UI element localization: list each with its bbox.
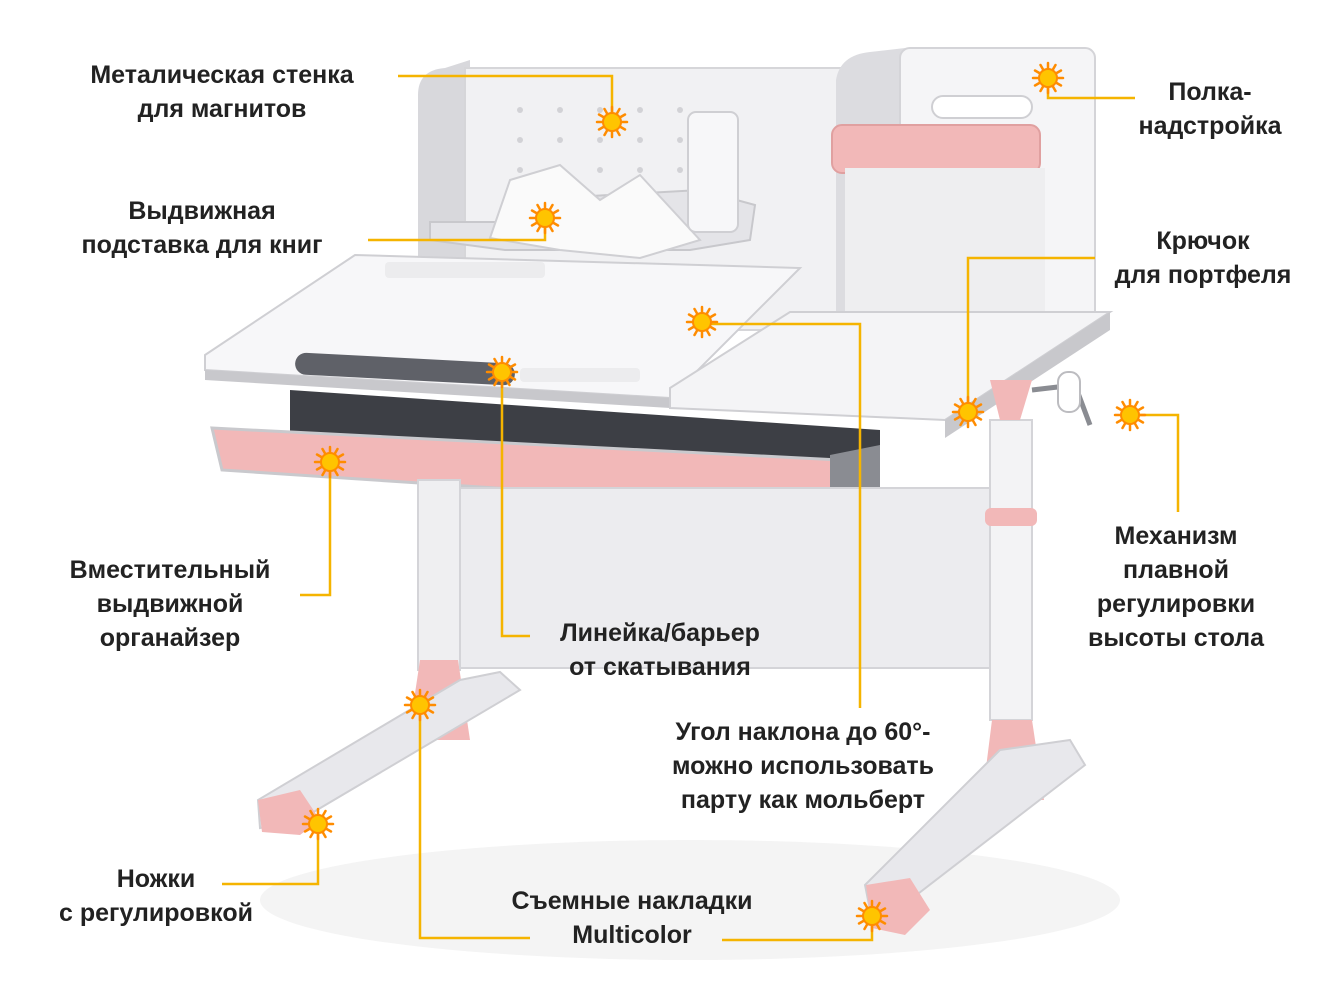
pink-shelf-trim bbox=[831, 124, 1041, 174]
label-line: Выдвижная bbox=[128, 197, 276, 225]
label-organizer: Вместительный выдвижной органайзер bbox=[70, 553, 271, 655]
shelf-compartment bbox=[845, 168, 1045, 328]
modesty-panel bbox=[459, 487, 991, 669]
sun-marker-icon bbox=[313, 445, 347, 479]
ruler-barrier bbox=[295, 352, 515, 386]
label-line: плавной bbox=[1123, 556, 1229, 584]
crank-handle bbox=[1057, 371, 1081, 413]
label-line: выдвижной bbox=[96, 590, 244, 618]
label-hook: Крючок для портфеля bbox=[1115, 224, 1292, 292]
label-line: высоты стола bbox=[1087, 624, 1265, 652]
label-line: Multicolor bbox=[572, 921, 692, 949]
shelf-handle-slot bbox=[931, 95, 1033, 119]
fixed-desktop-edge bbox=[945, 312, 1110, 438]
label-line: Крючок bbox=[1156, 227, 1250, 255]
sun-marker-icon bbox=[855, 899, 889, 933]
sun-marker-icon bbox=[528, 201, 562, 235]
desktop-stickers-front bbox=[520, 368, 640, 382]
label-metal-wall: Металическая стенка для магнитов bbox=[90, 58, 353, 126]
label-line: Полка- bbox=[1168, 78, 1252, 106]
pegboard-holes bbox=[517, 107, 683, 173]
label-line: Ножки bbox=[116, 865, 196, 893]
desktop-edge bbox=[205, 370, 670, 408]
sun-marker-icon bbox=[403, 688, 437, 722]
label-line: Съемные накладки bbox=[511, 887, 753, 915]
sun-marker-icon bbox=[1113, 398, 1147, 432]
label-line: органайзер bbox=[99, 624, 241, 652]
label-shelf: Полка- надстройка bbox=[1138, 75, 1281, 143]
book-stand-side bbox=[687, 111, 739, 233]
label-line: надстройка bbox=[1138, 112, 1282, 140]
label-line: для портфеля bbox=[1114, 261, 1292, 289]
label-line: подставка для книг bbox=[81, 231, 323, 259]
line-hook bbox=[966, 256, 1095, 412]
label-line: Механизм bbox=[1114, 522, 1238, 550]
label-line: с регулировкой bbox=[59, 899, 253, 927]
label-height-mechanism: Механизм плавной регулировки высоты стол… bbox=[1088, 519, 1264, 655]
label-line: Металическая стенка bbox=[90, 61, 354, 89]
desktop-stickers bbox=[385, 262, 545, 278]
label-line: Угол наклона до 60°- bbox=[675, 718, 931, 746]
line-tilt bbox=[702, 322, 862, 708]
line-legs bbox=[222, 824, 320, 886]
left-leg bbox=[417, 479, 461, 671]
sun-marker-icon bbox=[1031, 61, 1065, 95]
label-line: Линейка/барьер bbox=[560, 619, 760, 647]
line-ruler bbox=[500, 375, 530, 638]
label-line: парту как мольберт bbox=[680, 786, 926, 814]
sun-marker-icon bbox=[685, 305, 719, 339]
right-leg-top-cover bbox=[990, 380, 1032, 420]
book-stand-holder bbox=[488, 163, 702, 260]
label-ruler: Линейка/барьер от скатывания bbox=[560, 616, 760, 684]
label-tilt: Угол наклона до 60°- можно использовать … bbox=[672, 715, 934, 817]
sun-marker-icon bbox=[485, 355, 519, 389]
label-covers: Съемные накладки Multicolor bbox=[511, 884, 752, 952]
sun-marker-icon bbox=[595, 105, 629, 139]
right-leg-ring bbox=[985, 508, 1037, 526]
label-book-stand: Выдвижная подставка для книг bbox=[81, 194, 322, 262]
label-legs: Ножки с регулировкой bbox=[59, 862, 253, 930]
label-line: Вместительный bbox=[69, 556, 271, 584]
right-leg bbox=[989, 419, 1033, 721]
sun-marker-icon bbox=[951, 395, 985, 429]
label-line: от скатывания bbox=[569, 653, 751, 681]
markers bbox=[301, 61, 1147, 933]
line-organizer bbox=[300, 462, 332, 597]
label-line: можно использовать bbox=[671, 752, 935, 780]
line-covers bbox=[418, 705, 530, 940]
line-height bbox=[1130, 413, 1180, 512]
label-line: регулировки bbox=[1096, 590, 1256, 618]
sun-marker-icon bbox=[301, 807, 335, 841]
label-line: для магнитов bbox=[137, 95, 307, 123]
